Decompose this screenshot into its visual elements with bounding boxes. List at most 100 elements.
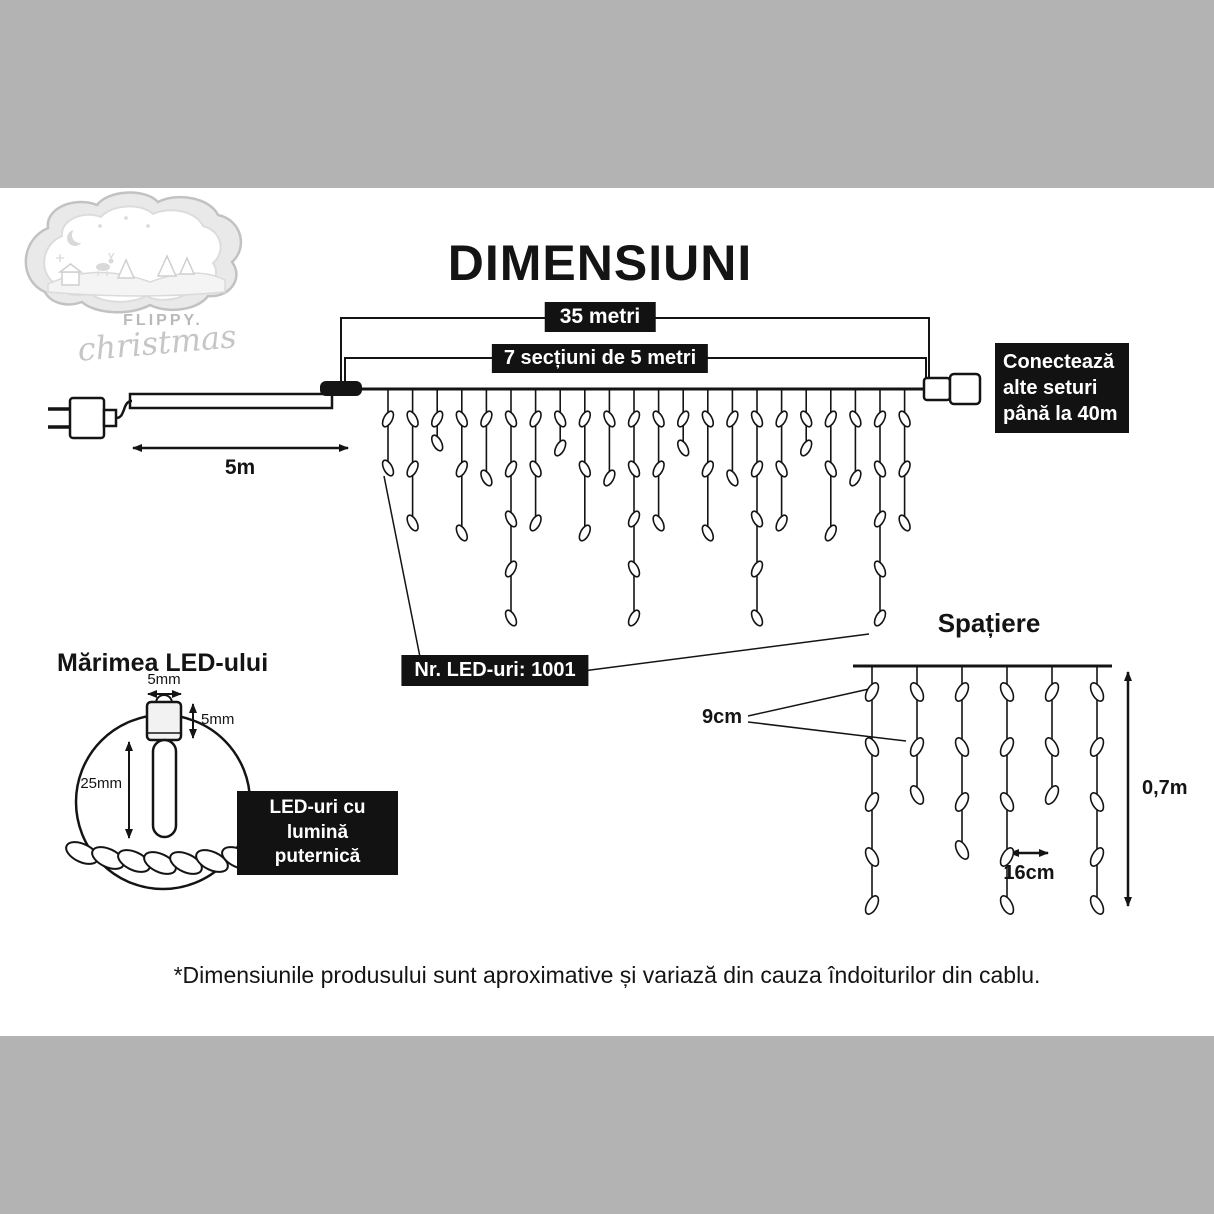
star-icon bbox=[124, 216, 128, 220]
led-bulb bbox=[1044, 682, 1060, 702]
led-bulb bbox=[999, 895, 1015, 915]
led-bulb bbox=[406, 514, 419, 532]
lead-cable bbox=[128, 392, 334, 410]
led-bulb bbox=[1089, 895, 1105, 915]
led-bulb bbox=[954, 737, 970, 757]
led-bulb bbox=[873, 460, 887, 478]
tree-icon bbox=[116, 258, 136, 279]
led-bulb bbox=[750, 609, 764, 627]
led-bulb bbox=[909, 682, 925, 702]
led-bulb bbox=[603, 410, 616, 428]
led-bulb bbox=[627, 510, 641, 528]
led-bulb bbox=[406, 410, 419, 428]
led-bulb bbox=[799, 410, 813, 428]
led-bulb bbox=[455, 524, 469, 542]
led-bulb bbox=[430, 410, 444, 428]
footnote: *Dimensiunile produsului sunt aproximati… bbox=[173, 962, 1041, 988]
led-bulb bbox=[750, 560, 764, 578]
led-bulb bbox=[627, 460, 641, 478]
icicle-curtain bbox=[381, 389, 911, 627]
led-bulb bbox=[430, 434, 444, 452]
page-title: DIMENSIUNI bbox=[447, 235, 753, 291]
cable-connector bbox=[320, 381, 362, 396]
led-bulb bbox=[909, 737, 925, 757]
led-count-pointer-right bbox=[574, 633, 870, 673]
led-size-detail bbox=[65, 690, 255, 891]
led-count-label: Nr. LED-uri: 1001 bbox=[401, 655, 589, 686]
led-bulb bbox=[504, 460, 518, 478]
led-bulb bbox=[627, 560, 641, 578]
led-bulb bbox=[909, 785, 925, 805]
spacing-section-title: Spațiere bbox=[937, 608, 1041, 638]
led-bulb bbox=[873, 510, 887, 528]
sections-label: 7 secțiuni de 5 metri bbox=[491, 344, 709, 373]
tree-icon bbox=[178, 256, 196, 275]
led-bulb bbox=[480, 469, 493, 487]
end-connector bbox=[922, 372, 982, 406]
reindeer-icon bbox=[96, 263, 110, 271]
led-bulb bbox=[775, 460, 788, 478]
led-bulb bbox=[381, 410, 395, 428]
led-bulb bbox=[864, 737, 880, 757]
led-cap-height-label: 5mm bbox=[201, 711, 235, 728]
led-bulb bbox=[750, 510, 764, 528]
led-bulb bbox=[578, 410, 592, 428]
connect-note-line: alte seturi bbox=[1003, 377, 1098, 399]
led-bulb bbox=[381, 459, 395, 477]
led-bulb bbox=[873, 609, 887, 627]
drop-gap-pointer-lower bbox=[747, 721, 907, 742]
total-length-label: 35 metri bbox=[544, 302, 656, 332]
led-bulb bbox=[898, 410, 911, 428]
curtain-height-label: 0,7m bbox=[1142, 777, 1188, 799]
led-bulb bbox=[676, 439, 690, 457]
star-icon bbox=[98, 224, 102, 228]
led-bulb bbox=[999, 792, 1015, 812]
led-bulb bbox=[873, 410, 887, 428]
led-bulb bbox=[480, 410, 493, 428]
led-note-line: LED-uri cu lumină bbox=[269, 797, 366, 843]
connect-note-line: până la 40m bbox=[1003, 403, 1118, 425]
led-bulb bbox=[529, 410, 542, 428]
tree-icon bbox=[156, 254, 178, 277]
led-bulb bbox=[627, 609, 641, 627]
led-bulb bbox=[1089, 737, 1105, 757]
led-bulb bbox=[824, 410, 838, 428]
led-bulb bbox=[775, 410, 788, 428]
snow-hills bbox=[47, 271, 226, 297]
led-bulb bbox=[864, 847, 880, 867]
bulb-gap-label: 16cm bbox=[1003, 862, 1055, 884]
led-bulb bbox=[455, 410, 469, 428]
led-bulb bbox=[999, 682, 1015, 702]
led-bulb bbox=[898, 514, 911, 532]
led-note-line: puternică bbox=[274, 846, 361, 868]
led-bulb bbox=[652, 514, 665, 532]
led-bulb bbox=[701, 524, 715, 542]
led-cap bbox=[145, 700, 183, 742]
led-bulb-body bbox=[151, 738, 178, 839]
led-bulb bbox=[553, 410, 567, 428]
led-bulb bbox=[529, 514, 542, 532]
connect-note-line: Conectează bbox=[1003, 351, 1115, 373]
led-body-length-label: 25mm bbox=[80, 775, 122, 792]
led-bulb bbox=[954, 792, 970, 812]
led-bulb bbox=[726, 410, 739, 428]
power-plug bbox=[48, 396, 133, 440]
led-bulb bbox=[864, 792, 880, 812]
drop-gap-pointer-upper bbox=[747, 688, 870, 717]
drop-gap-label: 9cm bbox=[701, 706, 743, 728]
led-width-label: 5mm bbox=[147, 671, 181, 688]
led-size-section-title: Mărimea LED-ului bbox=[57, 649, 269, 677]
spacing-curtain bbox=[864, 666, 1105, 915]
star-icon bbox=[146, 224, 150, 228]
led-bulb bbox=[701, 460, 715, 478]
led-bulb bbox=[750, 460, 764, 478]
led-bulb bbox=[849, 469, 862, 487]
led-bulb bbox=[999, 847, 1015, 867]
led-bulb bbox=[1044, 737, 1060, 757]
led-bulb bbox=[701, 410, 715, 428]
led-bulb bbox=[1089, 792, 1105, 812]
led-bulb bbox=[504, 560, 518, 578]
led-count-pointer-left bbox=[383, 475, 421, 658]
